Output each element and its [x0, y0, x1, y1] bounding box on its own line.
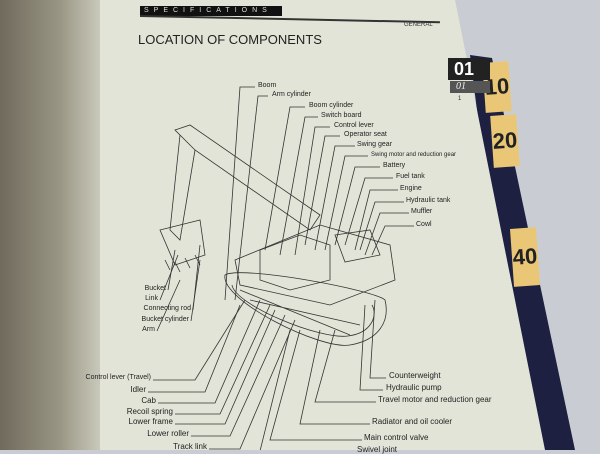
label-lower-frame: Lower frame: [128, 417, 173, 426]
label-engine: Engine: [400, 185, 422, 192]
label-battery: Battery: [383, 162, 406, 169]
label-operator-seat: Operator seat: [344, 131, 387, 138]
label-boom-cylinder: Boom cylinder: [309, 102, 354, 109]
label-cowl: Cowl: [416, 221, 432, 228]
label-bucket-cylinder: Bucket cylinder: [141, 316, 189, 323]
page-title: LOCATION OF COMPONENTS: [138, 32, 322, 47]
subsection-number: 01: [450, 81, 490, 93]
label-swing-gear: Swing gear: [357, 141, 393, 148]
label-swivel-joint: Swivel joint: [357, 445, 398, 454]
label-lower-roller: Lower roller: [147, 429, 189, 438]
label-main-control-valve: Main control valve: [364, 433, 429, 442]
label-idler: Idler: [130, 385, 146, 394]
excavator-drawing: [159, 124, 396, 346]
label-arm: Arm: [142, 326, 155, 333]
label-hydraulic-tank: Hydraulic tank: [406, 197, 451, 204]
label-travel-motor: Travel motor and reduction gear: [378, 395, 492, 404]
label-switch-board: Switch board: [321, 112, 362, 119]
label-link: Link: [145, 295, 158, 302]
label-swing-motor: Swing motor and reduction gear: [371, 152, 457, 158]
left-page-edge: [0, 0, 100, 450]
label-control-lever: Control lever: [334, 122, 374, 129]
label-fuel-tank: Fuel tank: [396, 173, 425, 180]
label-track-link: Track link: [173, 442, 207, 451]
label-connecting-rod: Connecting rod: [143, 305, 191, 312]
category-label: GENERAL: [404, 22, 433, 28]
label-arm-cylinder: Arm cylinder: [272, 91, 311, 98]
section-number: 01: [448, 58, 490, 80]
label-boom: Boom: [258, 82, 277, 89]
label-hydraulic-pump: Hydraulic pump: [386, 383, 442, 392]
label-counterweight: Counterweight: [389, 371, 441, 380]
leader-lines: [148, 86, 414, 450]
page-number: 1: [458, 96, 462, 102]
label-bucket: Bucket: [144, 285, 166, 292]
label-muffler: Muffler: [411, 208, 433, 215]
label-cab: Cab: [141, 396, 156, 405]
section-banner: SPECIFICATIONS: [140, 6, 282, 16]
label-control-lever-travel: Control lever (Travel): [85, 374, 151, 381]
label-recoil-spring: Recoil spring: [126, 407, 173, 416]
label-radiator-oil-cooler: Radiator and oil cooler: [372, 417, 453, 426]
